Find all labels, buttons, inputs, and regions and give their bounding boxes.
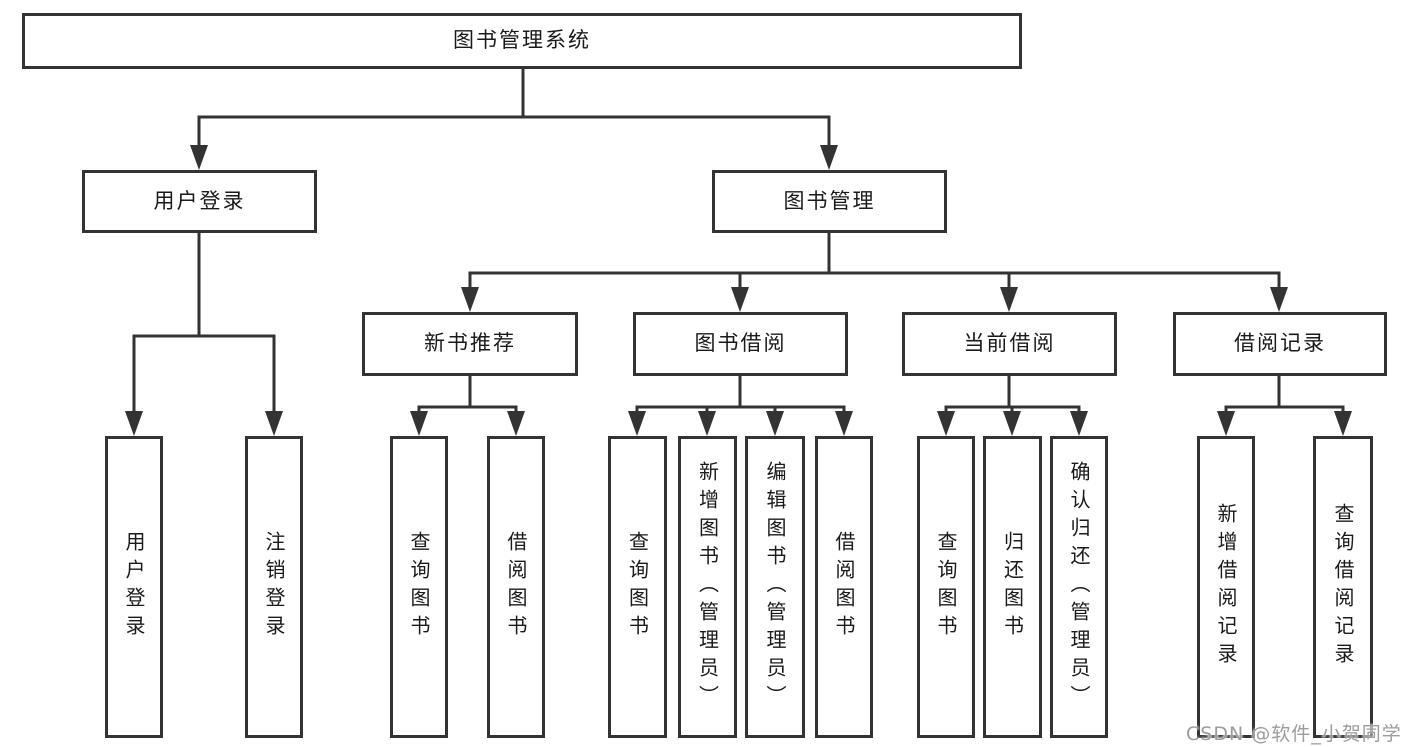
arrowhead [1003, 411, 1021, 436]
leaf-user-login: 用户登录 [105, 436, 163, 738]
connector-bookmgmt-to-level3 [468, 233, 1281, 292]
arrowhead [190, 145, 208, 170]
arrowhead [410, 411, 428, 436]
node-current-borrow: 当前借阅 [902, 312, 1117, 376]
leaf-records-query-record: 查询借阅记录 [1313, 436, 1373, 738]
arrowhead [461, 287, 479, 312]
connector-bookborrow-to-leaves [635, 376, 846, 416]
leaf-borrow-query-books: 查询图书 [608, 436, 667, 738]
node-user-login: 用户登录 [82, 170, 317, 233]
arrowhead [125, 411, 143, 436]
arrowhead [1270, 287, 1288, 312]
leaf-current-confirm-return-admin: 确认归还（管理员） [1050, 436, 1108, 738]
arrowhead [698, 411, 716, 436]
arrowhead [1000, 287, 1018, 312]
arrowhead [1070, 411, 1088, 436]
leaf-borrow-edit-books-admin: 编辑图书（管理员） [745, 436, 805, 738]
connector-userlogin-to-leaves [132, 233, 276, 416]
arrowhead [265, 411, 283, 436]
connector-currentborrow-to-leaves [944, 376, 1081, 416]
connector-records-to-leaves [1224, 376, 1345, 416]
leaf-newbook-query-books: 查询图书 [390, 436, 448, 738]
node-borrow-records: 借阅记录 [1173, 312, 1387, 376]
leaf-logout: 注销登录 [245, 436, 303, 738]
leaf-borrow-borrow-books: 借阅图书 [815, 436, 873, 738]
arrowhead [937, 411, 955, 436]
leaf-borrow-add-books-admin: 新增图书（管理员） [678, 436, 737, 738]
arrowhead [507, 411, 525, 436]
connector-root-to-level2 [197, 69, 831, 150]
watermark: CSDN @软件_小贺同学 [1186, 723, 1402, 745]
arrowhead [731, 287, 749, 312]
arrowhead [1217, 411, 1235, 436]
connector-newbook-to-leaves [417, 376, 518, 416]
node-book-borrow: 图书借阅 [633, 312, 848, 376]
arrowhead [1334, 411, 1352, 436]
arrowhead [766, 411, 784, 436]
node-new-book-recommend: 新书推荐 [362, 312, 578, 376]
arrowhead [628, 411, 646, 436]
leaf-newbook-borrow-books: 借阅图书 [487, 436, 545, 738]
leaf-current-return-books: 归还图书 [983, 436, 1042, 738]
arrowhead [835, 411, 853, 436]
leaf-records-add-record: 新增借阅记录 [1197, 436, 1255, 738]
node-root: 图书管理系统 [22, 13, 1022, 69]
node-book-management: 图书管理 [712, 170, 947, 233]
leaf-current-query-books: 查询图书 [917, 436, 975, 738]
arrowhead [820, 145, 838, 170]
